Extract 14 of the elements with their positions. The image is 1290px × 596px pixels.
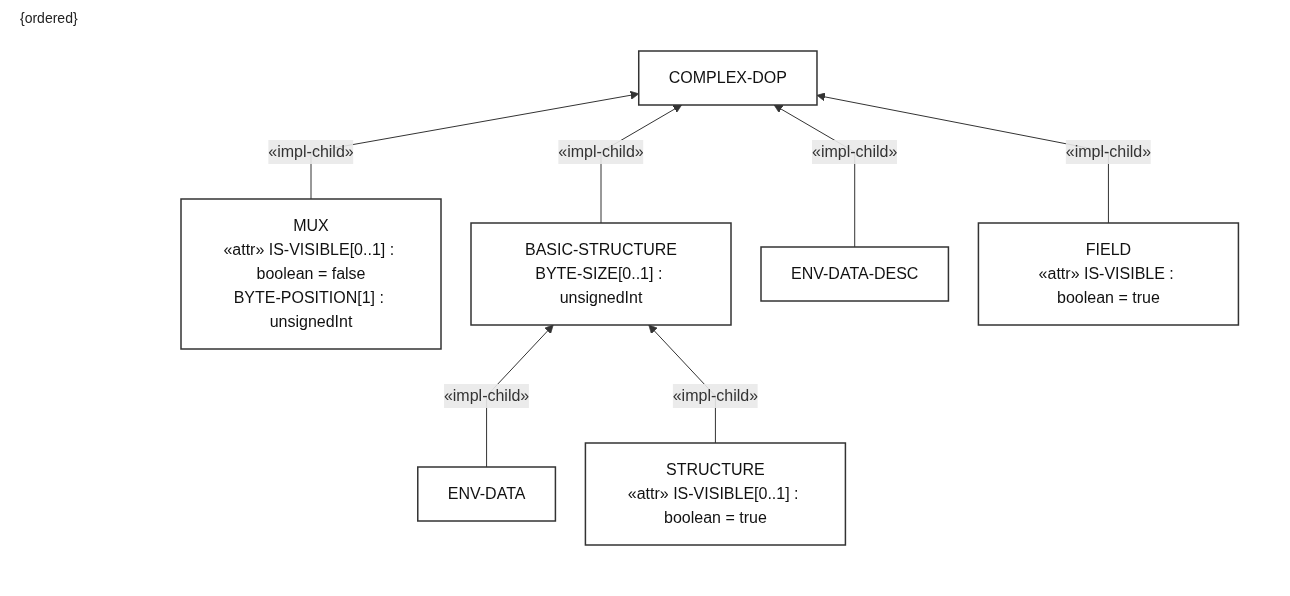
edge-label: «impl-child» xyxy=(673,387,759,404)
node-box: STRUCTURE «attr» IS-VISIBLE[0..1] : boolean = true xyxy=(584,442,847,546)
node-box: ENV-DATA-DESC xyxy=(760,246,950,302)
node-box: FIELD «attr» IS-VISIBLE : boolean = true xyxy=(977,222,1240,326)
node-box: BASIC-STRUCTURE BYTE-SIZE[0..1] : unsignedInt xyxy=(470,222,733,326)
edge-label: «impl-child» xyxy=(444,387,530,404)
edge-label: «impl-child» xyxy=(558,143,644,160)
node-box: COMPLEX-DOP xyxy=(638,50,818,106)
constraint-note: {ordered} xyxy=(20,10,78,26)
edge-label: «impl-child» xyxy=(268,143,354,160)
node-box: MUX «attr» IS-VISIBLE[0..1] : boolean = false BYTE-POSITION[1] : unsignedInt xyxy=(180,198,443,350)
node-box: ENV-DATA xyxy=(417,466,557,522)
edge-label: «impl-child» xyxy=(1066,143,1152,160)
edge-label: «impl-child» xyxy=(812,143,898,160)
